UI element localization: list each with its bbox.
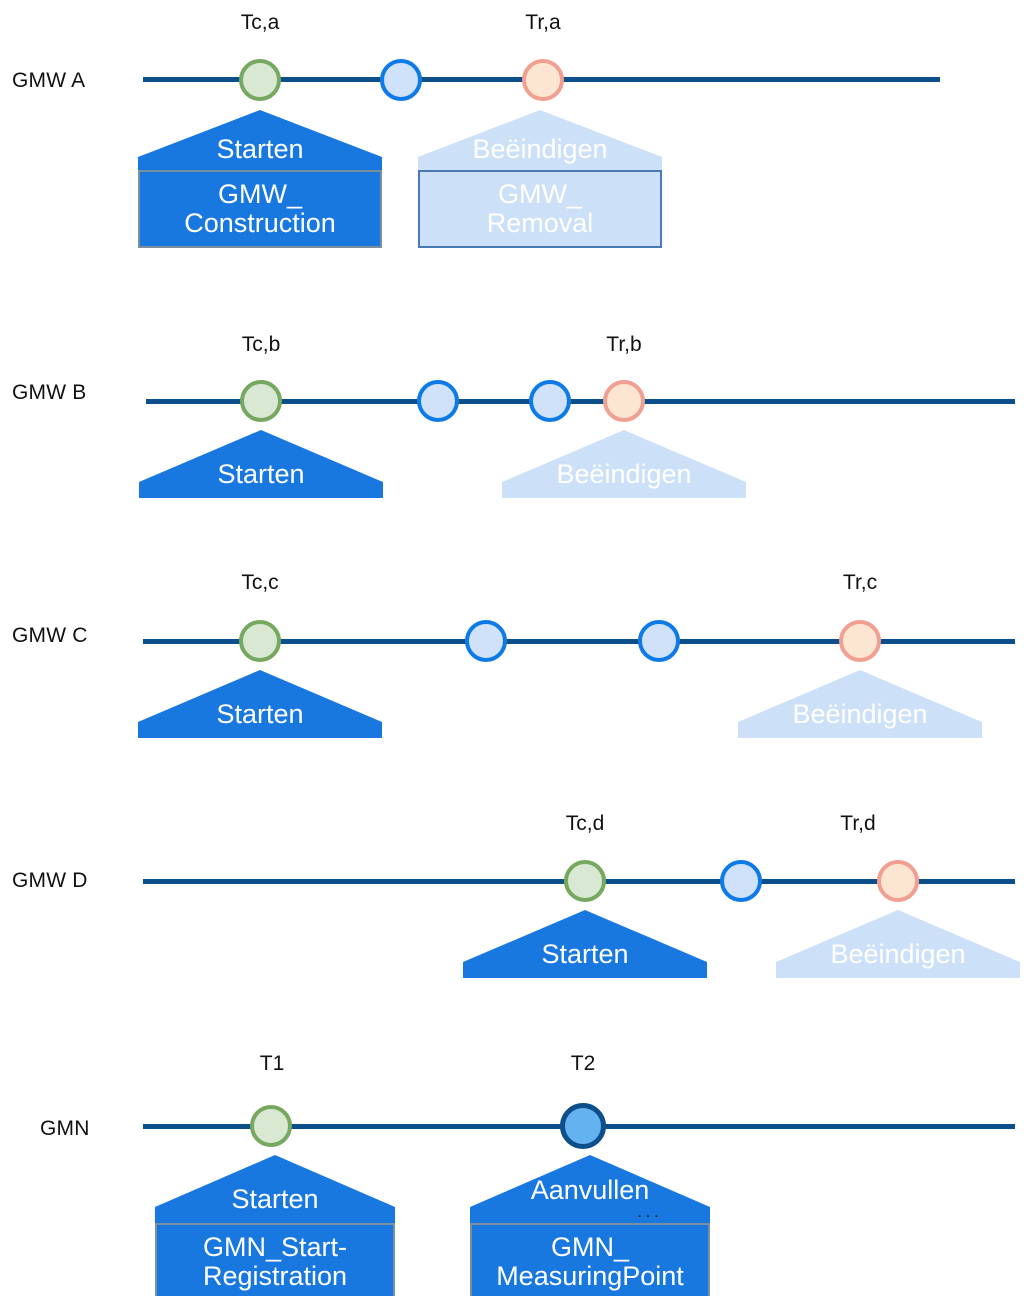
box-label: GMN_Start-Registration: [202, 1231, 348, 1291]
ellipsis-icon: ...: [637, 1204, 663, 1221]
banner-label: Starten: [217, 459, 305, 489]
banner-beeindigen-b[interactable]: Beëindigen: [502, 430, 746, 498]
node-removal-gmw-a[interactable]: [522, 59, 564, 101]
node-intermediate-gmw-d-1[interactable]: [720, 860, 762, 902]
banner-label: Starten: [216, 699, 304, 729]
tick-label-t1: T1: [259, 1052, 285, 1075]
tick-label-tr-d: Tr,d: [840, 812, 876, 835]
banner-label: Aanvullen: [530, 1175, 650, 1205]
node-construction-gmw-a[interactable]: [239, 59, 281, 101]
tick-label-t2: T2: [570, 1052, 596, 1075]
timeline-axis-gmw-b: [146, 399, 1015, 404]
banner-beeindigen-c[interactable]: Beëindigen: [738, 670, 982, 738]
node-removal-gmw-d[interactable]: [877, 860, 919, 902]
banner-label: Beëindigen: [792, 699, 928, 729]
node-intermediate-gmw-a-1[interactable]: [380, 59, 422, 101]
banner-starten-b[interactable]: Starten: [139, 430, 383, 498]
node-intermediate-gmw-c-2[interactable]: [638, 620, 680, 662]
node-construction-gmw-c[interactable]: [239, 620, 281, 662]
banner-label: Beëindigen: [556, 459, 692, 489]
pentagon-shape: [138, 110, 382, 170]
banner-starten-c[interactable]: Starten: [138, 670, 382, 738]
timeline-axis-gmw-c: [143, 639, 1015, 644]
node-start-gmn[interactable]: [250, 1105, 292, 1147]
banner-label: Beëindigen: [472, 134, 608, 164]
pentagon-shape: [463, 910, 707, 978]
row-label-gmw-d: GMW D: [12, 869, 88, 892]
box-gmn-measuringpoint[interactable]: GMN_MeasuringPoint: [470, 1223, 710, 1296]
row-label-gmw-c: GMW C: [12, 624, 88, 647]
box-label: GMN_MeasuringPoint: [496, 1231, 684, 1291]
tick-label-tr-a: Tr,a: [525, 11, 561, 34]
box-gmn-start-registration[interactable]: GMN_Start-Registration: [155, 1223, 395, 1296]
node-intermediate-gmw-b-1[interactable]: [417, 380, 459, 422]
node-removal-gmw-c[interactable]: [839, 620, 881, 662]
pentagon-shape: [155, 1155, 395, 1223]
row-label-gmn: GMN: [40, 1117, 90, 1140]
box-gmw-construction[interactable]: GMW_Construction: [138, 170, 382, 248]
pentagon-shape: [738, 670, 982, 738]
banner-starten-d[interactable]: Starten: [463, 910, 707, 978]
tick-label-tc-b: Tc,b: [241, 333, 281, 356]
node-construction-gmw-b[interactable]: [240, 380, 282, 422]
banner-aanvullen-gmn[interactable]: Aanvullen ...: [470, 1155, 710, 1223]
pentagon-shape: [418, 110, 662, 170]
banner-starten-a[interactable]: Starten: [138, 110, 382, 170]
pentagon-shape: [138, 670, 382, 738]
row-label-gmw-a: GMW A: [12, 69, 86, 92]
tick-label-tc-c: Tc,c: [241, 571, 279, 594]
pentagon-shape: [470, 1155, 710, 1223]
box-label: GMW_Removal: [486, 178, 594, 238]
box-gmw-removal[interactable]: GMW_Removal: [418, 170, 662, 248]
banner-label: Starten: [231, 1184, 319, 1214]
pentagon-shape: [776, 910, 1020, 978]
banner-beeindigen-a[interactable]: Beëindigen: [418, 110, 662, 170]
box-label: GMW_Construction: [184, 178, 336, 238]
node-intermediate-gmw-b-2[interactable]: [529, 380, 571, 422]
banner-label: Starten: [541, 939, 629, 969]
banner-beeindigen-d[interactable]: Beëindigen: [776, 910, 1020, 978]
row-label-gmw-b: GMW B: [12, 381, 87, 404]
banner-label: Starten: [216, 134, 304, 164]
banner-label: Beëindigen: [830, 939, 966, 969]
banner-starten-gmn[interactable]: Starten: [155, 1155, 395, 1223]
node-intermediate-gmw-c-1[interactable]: [465, 620, 507, 662]
node-construction-gmw-d[interactable]: [564, 860, 606, 902]
tick-label-tc-a: Tc,a: [240, 11, 280, 34]
tick-label-tc-d: Tc,d: [565, 812, 605, 835]
node-removal-gmw-b[interactable]: [603, 380, 645, 422]
tick-label-tr-c: Tr,c: [842, 571, 878, 594]
pentagon-shape: [139, 430, 383, 498]
tick-label-tr-b: Tr,b: [606, 333, 642, 356]
pentagon-shape: [502, 430, 746, 498]
node-measuringpoint-gmn[interactable]: [560, 1103, 606, 1149]
